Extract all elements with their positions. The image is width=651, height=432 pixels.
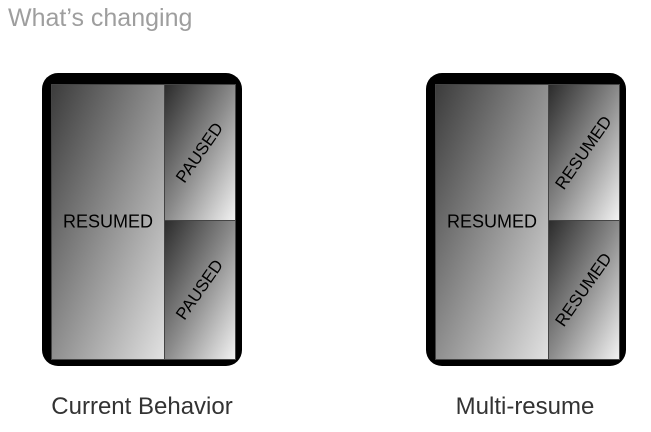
device-current-behavior: RESUMED PAUSED PAUSED [42,73,242,366]
device-screen: RESUMED RESUMED RESUMED [435,84,620,360]
device-multi-resume: RESUMED RESUMED RESUMED [426,73,626,366]
bottom-window-pane: RESUMED [548,220,620,360]
caption-multi-resume: Multi-resume [455,393,595,420]
top-window-state-label: RESUMED [551,111,616,193]
main-window-pane: RESUMED [435,84,549,360]
top-window-state-label: PAUSED [172,118,228,186]
bottom-window-pane: PAUSED [164,220,236,360]
bottom-window-state-label: RESUMED [551,249,616,330]
main-window-state-label: RESUMED [62,211,154,232]
bottom-window-state-label: PAUSED [172,256,228,324]
main-window-state-label: RESUMED [446,211,538,232]
top-window-pane: PAUSED [164,84,236,221]
caption-current-behavior: Current Behavior [51,393,233,420]
device-screen: RESUMED PAUSED PAUSED [51,84,236,360]
top-window-pane: RESUMED [548,84,620,221]
main-window-pane: RESUMED [51,84,165,360]
diagram-title: What’s changing [8,4,193,32]
